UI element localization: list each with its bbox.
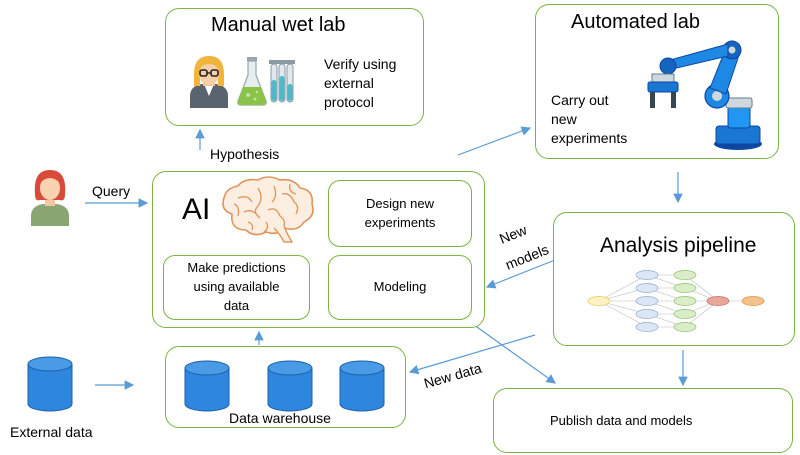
edge-label-hypothesis: Hypothesis: [210, 146, 280, 162]
analysis-pipeline-title: Analysis pipeline: [600, 234, 757, 257]
data-warehouse-label: Data warehouse: [229, 410, 331, 426]
arrow-to-automated: [457, 126, 532, 156]
lab-flask-icon: [237, 57, 267, 106]
database-icon: [184, 360, 230, 412]
manual-wet-lab-desc-1: Verify using: [324, 56, 397, 72]
modeling-label: Modeling: [373, 279, 427, 295]
test-tubes-icon: [269, 60, 295, 103]
automated-lab-desc-3: experiments: [551, 130, 628, 146]
robot-arm-icon: [647, 40, 762, 150]
modeling-box: Modeling: [328, 255, 472, 320]
database-icon: [339, 360, 385, 412]
publish-box: [493, 388, 793, 453]
database-icon: [27, 356, 73, 412]
ai-title: AI: [182, 193, 211, 226]
predict-line-2: using available: [193, 279, 280, 295]
scientist-icon: [190, 56, 228, 108]
edge-label-query: Query: [92, 183, 131, 199]
arrow-ai-to-publish: [469, 321, 556, 384]
automated-lab-desc-2: new: [551, 111, 577, 127]
brain-icon: [222, 176, 314, 243]
manual-wet-lab-title: Manual wet lab: [211, 14, 346, 36]
database-icon: [267, 360, 313, 412]
predict-line-3: data: [223, 297, 250, 313]
design-experiments-box: Design new experiments: [328, 180, 472, 247]
arrow-new-data: [408, 334, 536, 375]
manual-wet-lab-desc-2: external: [324, 75, 374, 91]
publish-label: Publish data and models: [550, 413, 693, 428]
external-data-label: External data: [10, 424, 93, 440]
network-graph-icon: [587, 270, 765, 332]
automated-lab-title: Automated lab: [571, 11, 700, 33]
user-icon: [31, 170, 69, 226]
predictions-box: Make predictions using available data: [163, 255, 310, 320]
automated-lab-desc-1: Carry out: [551, 92, 609, 108]
predict-line-1: Make predictions: [187, 260, 286, 276]
design-line-2: experiments: [364, 214, 436, 230]
analysis-pipeline-box: [553, 212, 795, 346]
arrow-new-models: [485, 257, 561, 289]
design-line-1: Design new: [366, 195, 434, 211]
manual-wet-lab-desc-3: protocol: [324, 94, 374, 110]
